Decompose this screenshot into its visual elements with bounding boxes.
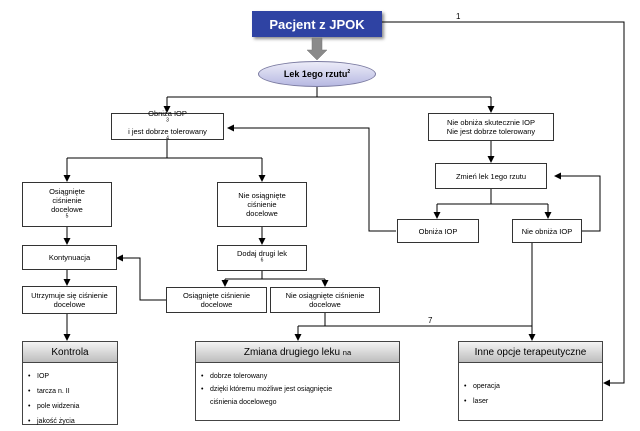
not-lowers-iop-result-label: Nie obniża IOP [521,226,573,236]
change-panel-title-text: Zmiana drugiego leku [243,346,341,358]
list-item: jakość życia [23,414,117,429]
continue-box: Kontynuacja [22,245,117,270]
change-panel-title: Zmiana drugiego leku na [196,342,399,363]
edge-label-7: 7 [428,316,433,325]
footnote-3: 3 [166,117,169,123]
maintains-line2: docelowe [53,300,86,309]
continue-label: Kontynuacja [48,253,91,262]
footnote-2: 2 [347,69,351,75]
maintains-line1: Utrzymuje się ciśnienie [31,291,108,300]
other-panel-title: Inne opcje terapeutyczne [459,342,602,363]
reached2-line1: Osiągnięte ciśnienie [182,291,251,300]
control-panel-title: Kontrola [23,342,117,363]
not-lowers-line2: Nie jest dobrze tolerowany [446,127,536,136]
list-item: dzięki któremu możliwe jest osiągnięcie [196,383,399,396]
lowers-iop-result-label: Obniża IOP [418,226,458,236]
edge-label-1: 1 [456,12,461,21]
target-reached-after-second-box: Osiągnięte ciśnienie docelowe [166,287,267,313]
not-lowers-line1: Nie obniża skutecznie IOP [447,118,535,127]
add-drug-label: Dodaj drugi lek [236,249,288,258]
reached-line1: Osiągnięte [49,186,85,196]
lowers-line1: Obniża IOP [148,108,187,118]
reached-line3: docelowe [51,204,83,214]
list-item: tarcza n. II [23,384,117,399]
not-reached-line3: docelowe [246,209,278,218]
change-second-drug-panel: Zmiana drugiego leku na dobrze tolerowan… [195,341,400,421]
reached2-line2: docelowe [200,300,233,309]
list-item: operacja [459,379,602,394]
control-panel: Kontrola IOP tarcza n. II pole widzenia … [22,341,118,429]
other-options-panel: Inne opcje terapeutyczne operacja laser [458,341,603,421]
edge-1 [382,21,625,387]
change-first-drug-box: Zmień lek 1ego rzutu [435,163,547,189]
target-not-reached-after-second-box: Nie osiągnięte ciśnienie docelowe [270,287,380,313]
first-line-drug-node: Lek 1ego rzutu2 [258,61,376,87]
list-item: laser [459,394,602,409]
change-first-label: Zmień lek 1ego rzutu [455,171,527,181]
lowers-iop-result-box: Obniża IOP [397,219,479,243]
reached-line2: ciśnienie [52,195,82,205]
footnote-6: 6 [260,257,264,264]
list-item-continuation: ciśnienia docelowego [210,399,277,406]
not-reached-line1: Nie osiągnięte [238,191,286,200]
title-box: Pacjent z JPOK [252,11,382,37]
not-lowers-box: Nie obniża skutecznie IOP Nie jest dobrz… [428,113,554,141]
first-line-drug-label: Lek 1ego rzutu [283,69,348,79]
not-reached2-line1: Nie osiągnięte ciśnienie [285,291,365,300]
change-panel-title-suffix: na [342,347,352,357]
lowers-line2: i jest dobrze tolerowany [128,126,207,136]
target-maintained-box: Utrzymuje się ciśnienie docelowe [22,286,117,314]
not-reached2-line2: docelowe [309,300,341,309]
target-not-reached-box: Nie osiągnięte ciśnienie docelowe [217,182,307,227]
footnote-5: 5 [65,213,69,219]
not-lowers-iop-result-box: Nie obniża IOP [512,219,582,243]
not-reached-line2: ciśnienie [247,200,277,209]
list-item: IOP [23,369,117,384]
control-list: IOP tarcza n. II pole widzenia jakość ży… [23,363,117,429]
footnote-4: 4 [166,135,169,141]
change-list: dobrze tolerowany dzięki któremu możliwe… [196,363,399,409]
other-list: operacja laser [459,363,602,409]
list-item: pole widzenia [23,399,117,414]
list-item: dobrze tolerowany [196,370,399,383]
